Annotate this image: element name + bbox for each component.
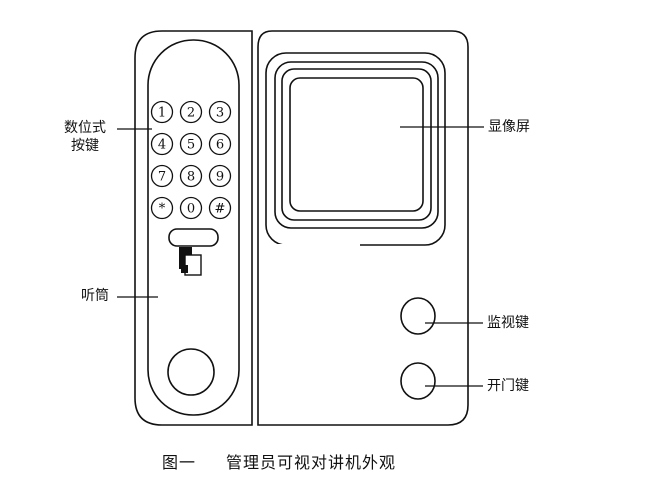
earpiece-circle [167, 348, 215, 396]
keypad-button-4[interactable] [150, 132, 174, 156]
keypad-key-label: 2 [187, 106, 195, 121]
label-handset: 听筒 [81, 288, 109, 304]
label-keypad-line-2: 按键 [71, 138, 99, 154]
figure-number: 图一 [162, 453, 197, 472]
label-keypad-line-1: 数位式 [64, 120, 106, 136]
keypad-key-label: 3 [216, 106, 224, 121]
label-monitor-key: 监视键 [487, 315, 529, 331]
screen-frame-gap [275, 244, 360, 247]
figure-caption: 图一 管理员可视对讲机外观 [162, 449, 396, 473]
door-open-button[interactable] [400, 362, 436, 400]
handset-clip [179, 247, 202, 276]
screen-display [289, 77, 424, 212]
keypad-button-3[interactable] [208, 100, 232, 124]
keypad-key-label: 8 [187, 170, 195, 185]
main-unit-outline [257, 30, 469, 426]
handset-inner-body [147, 39, 240, 416]
keypad-button-6[interactable] [208, 132, 232, 156]
monitor-button[interactable] [400, 297, 436, 335]
screen-inner-frame [281, 68, 432, 221]
keypad-button-star[interactable] [150, 196, 174, 220]
label-door-key: 开门键 [487, 378, 529, 394]
label-screen: 显像屏 [488, 119, 530, 135]
keypad-button-8[interactable] [179, 164, 203, 188]
keypad: 1 2 3 4 5 6 7 8 9 * 0 # [150, 100, 232, 220]
keypad-button-hash[interactable] [208, 196, 232, 220]
keypad-button-1[interactable] [150, 100, 174, 124]
keypad-button-5[interactable] [179, 132, 203, 156]
keypad-key-label: # [215, 202, 226, 217]
keypad-key-label: 9 [216, 170, 224, 185]
keypad-key-label: 0 [187, 202, 195, 217]
keypad-key-label: * [159, 202, 166, 217]
figure-title: 管理员可视对讲机外观 [226, 453, 397, 472]
keypad-button-9[interactable] [208, 164, 232, 188]
keypad-key-label: 7 [158, 170, 166, 185]
label-keypad: 数位式 按键 [64, 119, 106, 155]
keypad-button-2[interactable] [179, 100, 203, 124]
speaker-slot [168, 228, 219, 247]
screen-middle-frame [274, 61, 439, 229]
keypad-key-label: 5 [187, 138, 195, 153]
keypad-key-label: 6 [216, 138, 224, 153]
handset-housing-outline [134, 30, 253, 426]
keypad-button-0[interactable] [179, 196, 203, 220]
keypad-key-label: 4 [158, 138, 166, 153]
keypad-button-7[interactable] [150, 164, 174, 188]
keypad-key-label: 1 [158, 106, 166, 121]
